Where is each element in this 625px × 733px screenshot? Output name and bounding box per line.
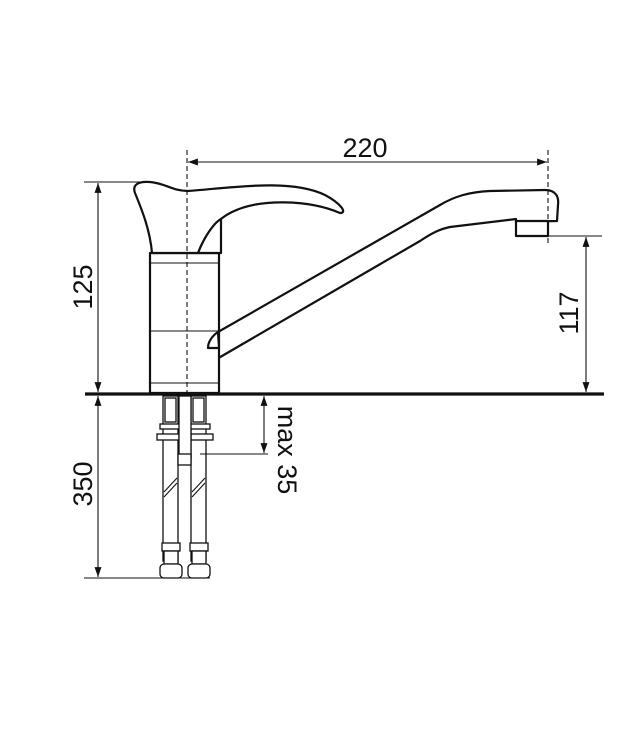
dim-350-label: 350 <box>68 461 98 506</box>
dim-220-label: 220 <box>342 133 387 163</box>
faucet-body <box>148 251 221 395</box>
dim-125-label: 125 <box>68 264 98 309</box>
dim-117-label: 117 <box>554 291 584 334</box>
lever-handle <box>133 180 345 255</box>
dim-max35-label: max 35 <box>272 406 302 495</box>
spout <box>206 188 560 360</box>
supply-hoses <box>156 395 214 579</box>
spout-collar <box>206 330 221 350</box>
aerator <box>514 219 550 238</box>
